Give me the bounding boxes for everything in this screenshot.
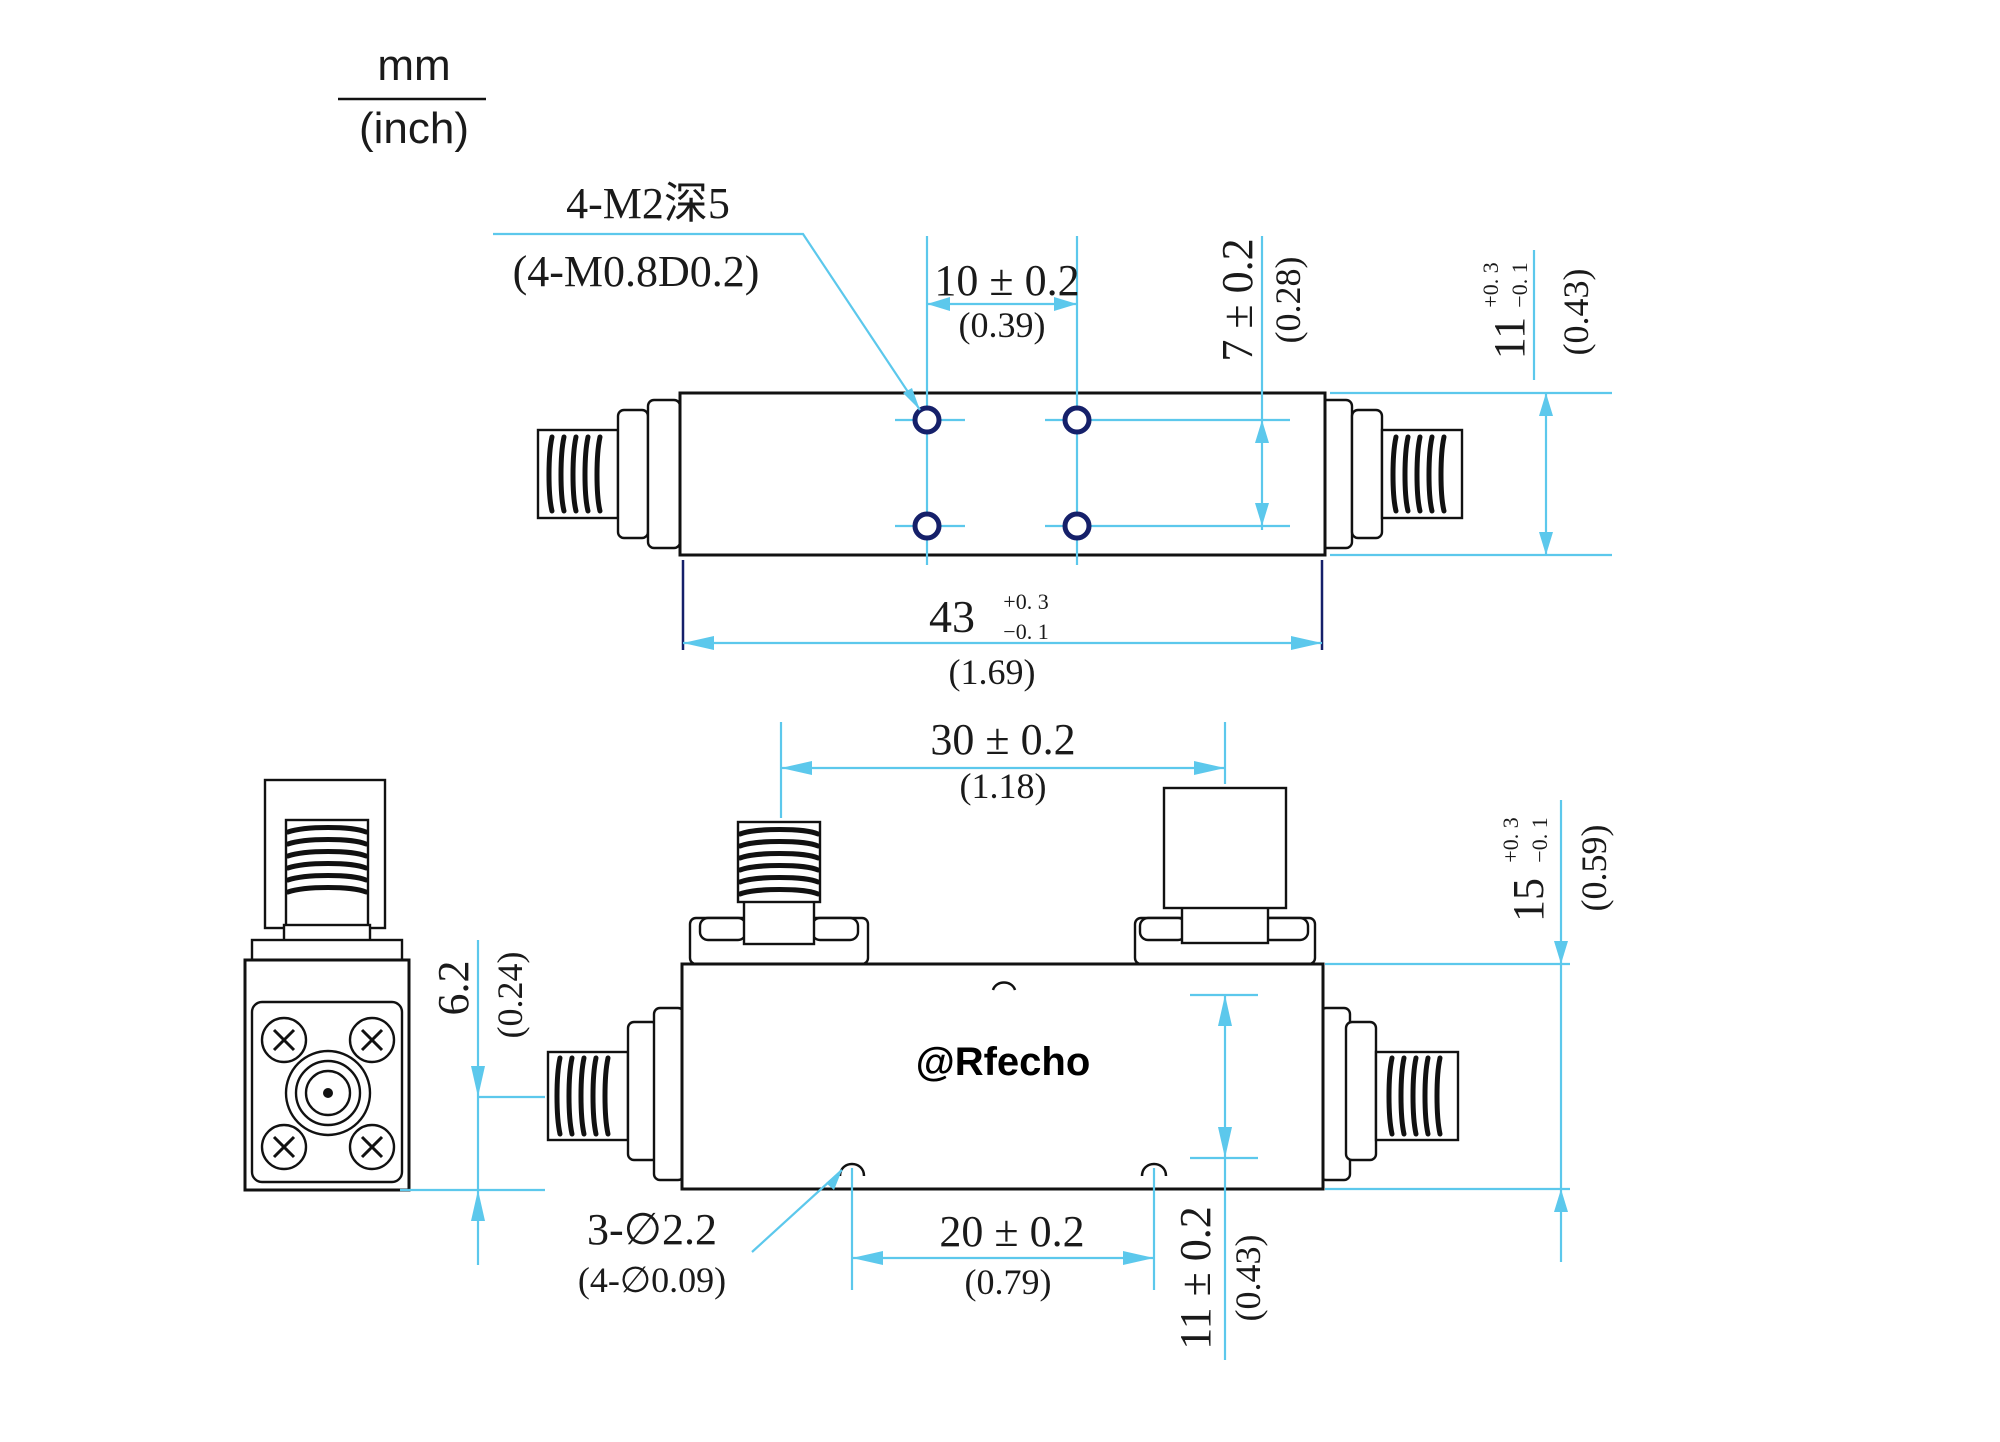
dim-arrow [1255, 503, 1269, 526]
connector-nut [1344, 1020, 1378, 1162]
connector-nut [616, 408, 650, 540]
body-height: 11 ± 0.2 [1171, 1206, 1220, 1350]
screw-cross [272, 1135, 296, 1159]
thread-lines [1386, 1055, 1443, 1137]
connector-height-inch: (0.24) [490, 952, 530, 1039]
dim-arrow [1194, 761, 1225, 775]
body-height-inch: (0.43) [1228, 1235, 1268, 1322]
port-neck [1180, 903, 1270, 945]
height-tol-plus: +0. 3 [1478, 262, 1503, 307]
dim-arrow [471, 1066, 485, 1097]
units-inch: (inch) [359, 104, 469, 153]
mounting-hole [912, 511, 942, 541]
dim-arrow [471, 1190, 485, 1221]
side-view: 6.2 (0.24) [243, 778, 545, 1265]
length-tol-minus: −0. 1 [1003, 619, 1048, 644]
marking-notch [991, 981, 1017, 991]
mounting-hole [1062, 511, 1092, 541]
height-inch: (0.43) [1556, 269, 1596, 356]
port-spacing: 30 ± 0.2 [930, 715, 1075, 764]
hole-spacing-v: 7 ± 0.2 [1213, 238, 1262, 361]
top-body [678, 391, 1327, 557]
length-tol-plus: +0. 3 [1003, 589, 1048, 614]
units-mm: mm [377, 41, 450, 90]
dim-arrow [1218, 995, 1232, 1026]
height-main: 11 [1485, 317, 1534, 359]
coupled-port-connector [688, 820, 870, 966]
connector-height: 6.2 [429, 961, 478, 1016]
front-right-connector [1318, 1006, 1460, 1182]
connector-sleeve [546, 1050, 630, 1142]
hole-spacing-v-inch: (0.28) [1268, 257, 1308, 344]
holes-label: 4-M2深5 [566, 179, 730, 228]
top-left-connector [536, 398, 682, 550]
dim-arrow [1539, 532, 1553, 555]
front-height-inch: (0.59) [1574, 825, 1614, 912]
termination-cap [1162, 786, 1288, 910]
port-neck [742, 898, 816, 946]
holes-label-inch: (4-M0.8D0.2) [513, 247, 760, 296]
height-tol-minus: −0. 1 [1507, 262, 1532, 307]
connector-nut [1350, 408, 1384, 540]
port-nut [698, 916, 748, 942]
dim-arrow [1554, 941, 1568, 964]
dim-arrow [1291, 636, 1322, 650]
front-left-connector [546, 1006, 686, 1182]
front-height-tol-plus: +0. 3 [1498, 817, 1523, 862]
port-nut [810, 916, 860, 942]
connector-flange [646, 398, 682, 550]
screw-cross [272, 1028, 296, 1052]
thread-lines [285, 825, 369, 895]
dim-arrow [683, 636, 714, 650]
thread-lines [554, 1055, 611, 1137]
top-right-connector [1318, 398, 1464, 550]
dim-arrow [927, 297, 950, 311]
length-inch: (1.69) [949, 652, 1036, 692]
connector-flange [652, 1006, 686, 1182]
dim-arrow [1539, 393, 1553, 416]
mount-spacing-inch: (0.79) [965, 1262, 1052, 1302]
thread-lines [546, 434, 603, 514]
mounting-hole-profile [1140, 1162, 1168, 1177]
dim-arrow [1554, 1189, 1568, 1212]
top-view: 4-M2深5 (4-M0.8D0.2) 10 ± 0.2 (0.39) 7 ± … [493, 179, 1612, 692]
mount-spacing: 20 ± 0.2 [939, 1207, 1084, 1256]
front-body [680, 962, 1325, 1191]
screw-cross [360, 1028, 384, 1052]
dim-arrow [1255, 420, 1269, 443]
watermark: @Rfecho [916, 1040, 1091, 1084]
holes-leader [493, 232, 921, 411]
units-legend: mm (inch) [338, 41, 486, 153]
mounting-hole [912, 405, 942, 435]
thread-lines [737, 827, 821, 897]
termination-connector [1133, 786, 1317, 966]
mount-label: 3-∅2.2 [587, 1205, 717, 1254]
port-spacing-inch: (1.18) [960, 766, 1047, 806]
dim-arrow [852, 1251, 883, 1265]
screw-cross [360, 1135, 384, 1159]
port-nut [1138, 916, 1188, 942]
front-height-tol-minus: −0. 1 [1527, 817, 1552, 862]
thread-lines [1390, 434, 1447, 514]
front-view: @Rfecho 30 ± 0.2 (1.18) 15 +0. 3 −0. 1 (… [546, 715, 1614, 1360]
mount-label-inch: (4-∅0.09) [578, 1260, 726, 1300]
dim-arrow [1123, 1251, 1154, 1265]
leader-arrowhead [903, 388, 920, 410]
hole-spacing-h-inch: (0.39) [959, 305, 1046, 345]
dim-arrow [1054, 297, 1077, 311]
dim-arrow [781, 761, 812, 775]
front-height-main: 15 [1504, 878, 1553, 922]
hole-spacing-h: 10 ± 0.2 [934, 256, 1079, 305]
center-pin [323, 1088, 333, 1098]
dim-arrow [1218, 1127, 1232, 1158]
length-main: 43 [929, 591, 975, 642]
mounting-hole [1062, 405, 1092, 435]
leader-arrowhead [826, 1170, 842, 1190]
